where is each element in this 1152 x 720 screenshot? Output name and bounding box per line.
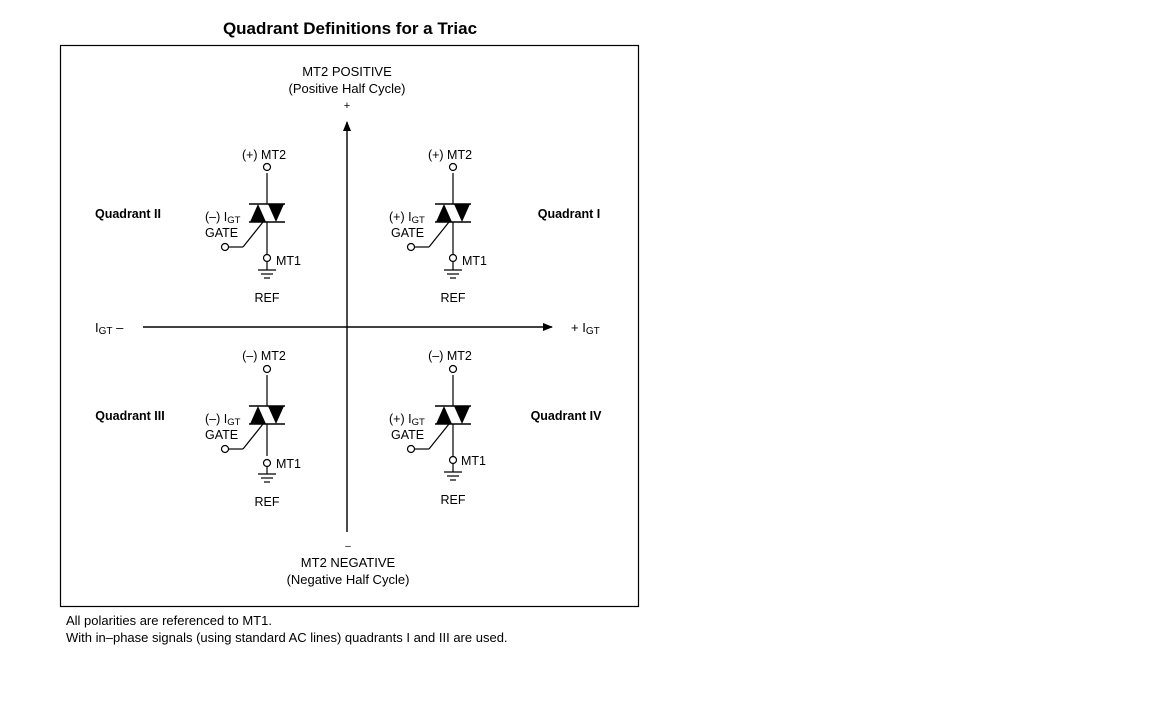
mt2-terminal-q3	[262, 364, 272, 374]
mt1-label-q3: MT1	[276, 457, 301, 471]
quadrant-ii-label: Quadrant II	[95, 207, 161, 221]
mt2-terminal-q4	[448, 364, 458, 374]
gate-current-label-q1: (+) IGT	[389, 210, 425, 226]
gate-label-q1: GATE	[391, 226, 424, 240]
gate-sign-q4: (+) I	[389, 412, 412, 426]
footnote-polarity: All polarities are referenced to MT1.	[66, 613, 272, 628]
igt-positive-label: + IGT	[571, 320, 600, 337]
diagram-frame	[59, 44, 640, 608]
gate-sign-q2: (–) I	[205, 210, 227, 224]
igt-negative-i: I	[95, 320, 99, 335]
gate-current-label-q3: (–) IGT	[205, 412, 241, 428]
mt2-label-q4: (–) MT2	[428, 349, 472, 363]
mt1-terminal-q4	[448, 455, 458, 465]
mt1-label-q4: MT1	[461, 454, 486, 468]
igt-sub-q1: GT	[412, 215, 425, 226]
top-plus-sign: +	[344, 100, 350, 112]
gate-label-q4: GATE	[391, 428, 424, 442]
diagram-title: Quadrant Definitions for a Triac	[222, 19, 478, 38]
mt2-terminal-q1	[448, 162, 458, 172]
gate-terminal-q3	[220, 444, 230, 454]
igt-positive-prefix: + I	[571, 320, 586, 335]
gate-sign-q1: (+) I	[389, 210, 412, 224]
footnote-in-phase: With in–phase signals (using standard AC…	[66, 630, 508, 645]
mt2-label-q3: (–) MT2	[242, 349, 286, 363]
quadrant-iv-label: Quadrant IV	[531, 409, 603, 423]
quadrant-i-label: Quadrant I	[538, 207, 601, 221]
mt1-terminal-q1	[448, 253, 458, 263]
gate-terminal-q1	[406, 242, 416, 252]
gate-current-label-q4: (+) IGT	[389, 412, 425, 428]
triac-q1	[406, 162, 471, 279]
gate-label-q2: GATE	[205, 226, 238, 240]
mt2-label-q1: (+) MT2	[428, 148, 472, 162]
mt1-terminal-q2	[262, 253, 272, 263]
mt2-label-q2: (+) MT2	[242, 148, 286, 162]
ground-icon	[444, 471, 462, 481]
gate-current-label-q2: (–) IGT	[205, 210, 241, 226]
igt-positive-sub: GT	[586, 326, 600, 337]
positive-half-cycle-label: (Positive Half Cycle)	[288, 81, 405, 96]
igt-sub-q4: GT	[412, 417, 425, 428]
gate-sign-q3: (–) I	[205, 412, 227, 426]
igt-negative-sign: –	[113, 320, 125, 335]
mt2-negative-label: MT2 NEGATIVE	[301, 555, 396, 570]
ground-icon	[258, 269, 276, 279]
ref-label-q4: REF	[441, 493, 466, 507]
quadrant-iii-label: Quadrant III	[95, 409, 164, 423]
mt2-positive-label: MT2 POSITIVE	[302, 64, 392, 79]
gate-terminal-q4	[406, 444, 416, 454]
igt-negative-label: IGT –	[95, 320, 124, 337]
triac-q2	[220, 162, 285, 279]
ground-icon	[444, 269, 462, 279]
triac-q4	[406, 364, 471, 481]
gate-label-q3: GATE	[205, 428, 238, 442]
mt1-label-q2: MT1	[276, 254, 301, 268]
ground-icon	[258, 473, 276, 483]
gate-terminal-q2	[220, 242, 230, 252]
mt1-terminal-q3	[262, 458, 272, 468]
mt1-label-q1: MT1	[462, 254, 487, 268]
mt2-terminal-q2	[262, 162, 272, 172]
negative-half-cycle-label: (Negative Half Cycle)	[287, 572, 410, 587]
ref-label-q3: REF	[255, 495, 280, 509]
igt-sub-q3: GT	[227, 417, 240, 428]
ref-label-q2: REF	[255, 291, 280, 305]
footnotes: All polarities are referenced to MT1. Wi…	[66, 612, 508, 646]
igt-sub-q2: GT	[227, 215, 240, 226]
ref-label-q1: REF	[441, 291, 466, 305]
bottom-minus-sign: –	[345, 541, 351, 552]
igt-negative-sub: GT	[99, 326, 113, 337]
triac-q3	[220, 364, 285, 483]
